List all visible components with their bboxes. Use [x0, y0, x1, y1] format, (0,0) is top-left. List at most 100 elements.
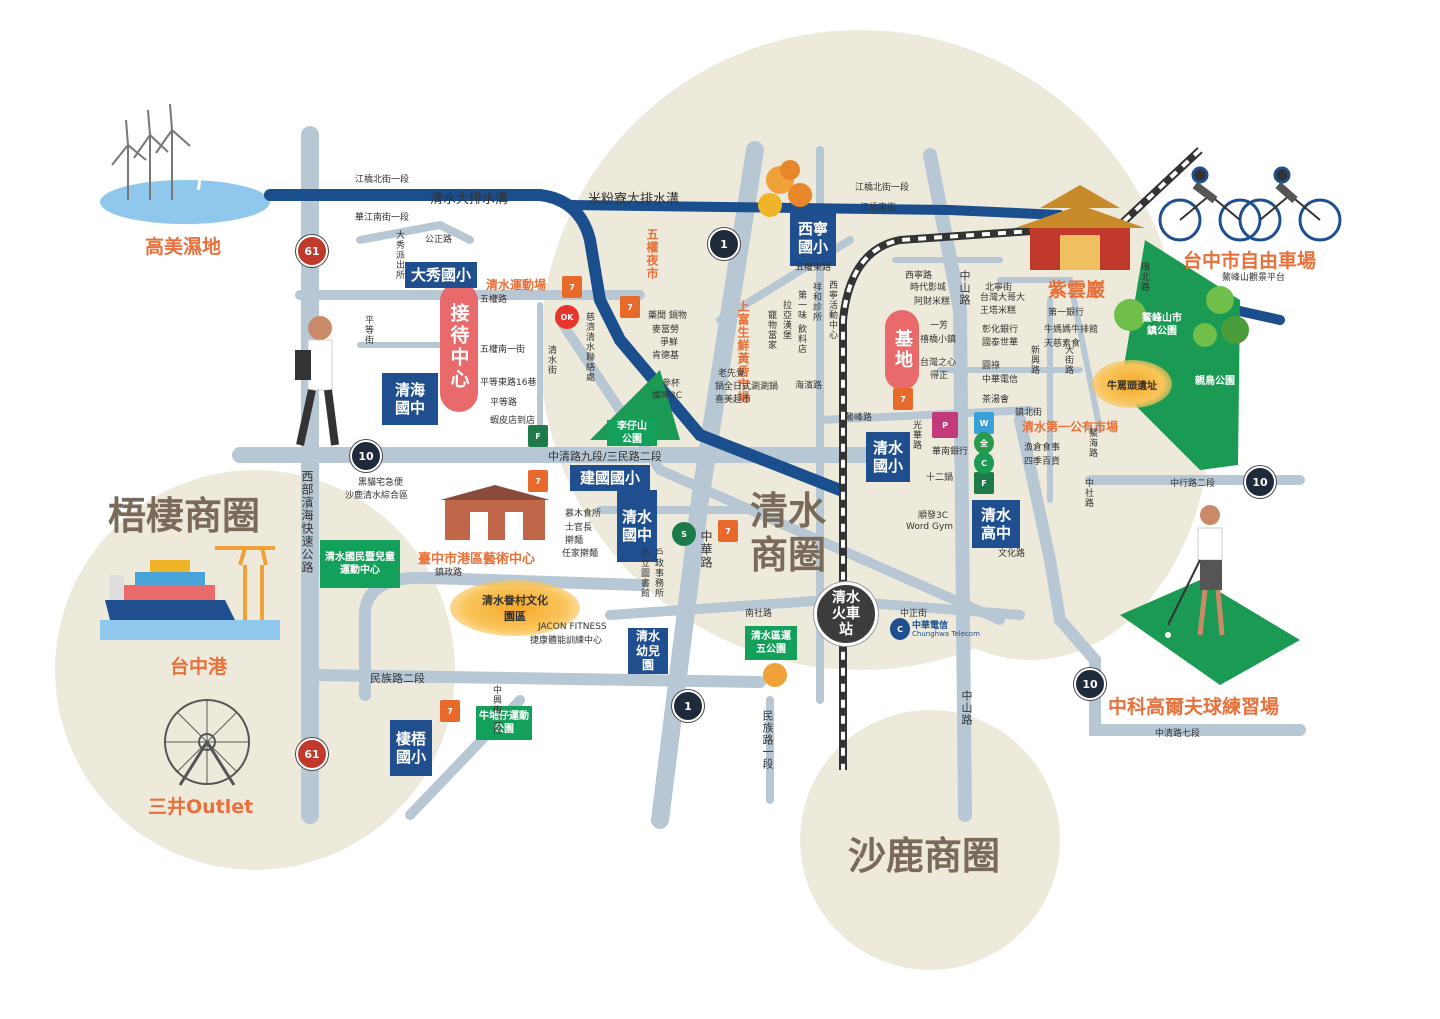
route-10-shield-west: 10 — [350, 440, 382, 472]
landmark-bike-park: 台中市自由車場 — [1183, 250, 1317, 272]
poi-cht-logo: 中華電信 — [912, 621, 949, 631]
station-label: 清水火車站 — [832, 589, 860, 639]
road-pingdeng-16: 平等東路16巷 — [480, 378, 537, 388]
pedestrian-icon — [295, 316, 339, 446]
road-minzu-1: 民族路一段 — [761, 710, 774, 770]
poi-mcdonalds: 麥當勞 — [652, 325, 680, 335]
carrefour-icon: C — [974, 452, 994, 474]
route-10-east-label: 10 — [1252, 475, 1268, 489]
road-pingdeng: 平等路 — [490, 398, 518, 408]
route-61-shield: 61 — [296, 235, 328, 267]
school-jianguo-label: 建國國小 — [579, 469, 640, 487]
park-niupuzi-label: 牛埔仔運動公園 — [479, 711, 529, 735]
road-guangshun: 光華路 — [911, 420, 921, 450]
poi-xiangyi: 祥和診所 — [811, 282, 821, 322]
route-61-south-label: 61 — [304, 747, 320, 761]
poi-huanan: 華南銀行 — [932, 447, 969, 457]
shalu-district-area — [800, 710, 1060, 970]
road-zhongshan-north: 中山路 — [958, 270, 971, 306]
school-wuqi: 棲梧國小 — [390, 720, 432, 776]
road-gongzheng: 公正路 — [425, 235, 453, 245]
road-zhonghua: 中華路 — [699, 530, 713, 569]
poi-diyiwei: 第一味 飲料店 — [796, 290, 806, 354]
landmark-public-market: 清水第一公有市場 — [1022, 420, 1119, 434]
road-jiangqiao-s1: 華江南街一段 — [355, 213, 410, 223]
school-qingshui-jh-label: 清水國中 — [621, 508, 652, 544]
school-kindergarten: 清水幼兒園 — [628, 628, 668, 674]
pxmart-icon: 全 — [974, 432, 994, 454]
landmark-ziyun-temple: 紫雲巖 — [1048, 279, 1106, 301]
road-aohai: 鰲海路 — [1087, 428, 1097, 458]
road-haibin: 海濱路 — [795, 381, 823, 391]
route-10-shield-south: 10 — [1074, 668, 1106, 700]
cyclists-icon — [1158, 166, 1342, 242]
poi-niuma: 牛媽媽牛排館 — [1044, 325, 1099, 335]
poi-laoxian: 老先覺 — [718, 369, 746, 379]
district-wuqi: 梧棲商圈 — [108, 494, 261, 538]
temple-icon — [1015, 185, 1145, 270]
poi-ciji: 慈濟清水聯絡處 — [584, 312, 594, 382]
road-wuquan: 五權路 — [480, 295, 508, 305]
road-zhongxing-2: 中興街二段 — [491, 685, 501, 735]
road-zhenzheng: 鎮政路 — [435, 568, 463, 578]
route-1-shield-south: 1 — [672, 690, 704, 722]
park-yunwu-label: 清水區運五公園 — [751, 631, 791, 655]
road-minzu-2: 民族路二段 — [370, 672, 425, 685]
poi-yaojian: 藥間 鍋物 — [648, 311, 687, 321]
spot-military-village: 清水眷村文化園區 — [450, 580, 580, 636]
wind-turbine-icon — [111, 103, 211, 200]
railway — [839, 147, 1203, 770]
landmark-market-shangfu: 上富生鮮黃昏市場 — [736, 300, 750, 404]
poi-jacon-center: 捷康體能訓練中心 — [530, 636, 603, 646]
road-huanbei: 環北路 — [1139, 262, 1149, 292]
landmark-art-center: 臺中市港區藝術中心 — [418, 552, 536, 567]
qingshui-train-station[interactable]: 清水火車站 — [814, 582, 878, 646]
poi-qiqiao: 禧橋小鎮 — [920, 335, 957, 345]
road-dajie: 大街路 — [1063, 345, 1073, 375]
road-zhongqing: 中清路九段/三民路二段 — [548, 450, 662, 463]
school-qingshui-es: 清水國小 — [866, 432, 910, 482]
ok-mart-icon: OK — [555, 305, 579, 329]
park-bird-label: 親鳥公園 — [1195, 375, 1235, 387]
school-daxiu-label: 大秀國小 — [410, 266, 471, 284]
road-wenhua: 文化路 — [998, 549, 1026, 559]
poi-siji: 四季百貨 — [1024, 457, 1061, 467]
poi-guoquan: 鍋全日式涮涮鍋 — [715, 382, 779, 392]
school-qingshui-hs: 清水高中 — [972, 500, 1020, 548]
road-pingdeng-v: 平等街 — [363, 315, 373, 345]
road-qingshui-jie: 清水街 — [546, 345, 556, 375]
poi-xining-center: 西寧活動中心 — [827, 280, 837, 340]
poi-wangta: 王塔米糕 — [980, 306, 1017, 316]
school-qinghai: 清海國中 — [382, 373, 438, 425]
base-pill[interactable]: 基地 — [885, 310, 919, 390]
road-wuquan-east: 五權東路 — [795, 263, 832, 273]
road-zhenbei: 鎮北街 — [1015, 408, 1043, 418]
road-aofeng: 鰲峰路 — [845, 413, 873, 423]
road-zhongzheng: 中正街 — [900, 609, 928, 619]
road-qingshui-drain: 清水大排水溝 — [430, 192, 509, 207]
landmark-sports-field: 清水運動場 — [486, 278, 547, 292]
school-xining-label: 西寧國小 — [797, 220, 828, 256]
poi-chongwu: 寵物當家 — [766, 310, 776, 350]
poi-ximei: 喜美超市 — [715, 395, 752, 405]
park-liziashan-label: 李仔山公園 — [617, 421, 647, 445]
spot-niumatou-label: 牛罵頭遺址 — [1107, 380, 1157, 392]
poi-shidai: 時代影城 — [910, 283, 947, 293]
school-daxiu: 大秀國小 — [405, 262, 477, 288]
route-1-north-label: 1 — [720, 237, 728, 251]
seven-eleven-icon: 7 — [528, 470, 548, 492]
road-nanshe: 南社路 — [745, 609, 773, 619]
reception-center-pill[interactable]: 接待中心 — [440, 282, 478, 412]
school-qingshui-es-label: 清水國小 — [872, 439, 903, 475]
poi-jacon: JACON FITNESS — [538, 622, 607, 632]
route-10-south-label: 10 — [1082, 677, 1098, 691]
district-qingshui: 清水商圈 — [750, 489, 827, 577]
landmark-bike-park-sub: 鰲峰山觀景平台 — [1222, 273, 1286, 283]
school-jianguo: 建國國小 — [570, 465, 650, 491]
seven-eleven-icon: 7 — [562, 276, 582, 298]
road-meixi: 北寧街 — [985, 283, 1013, 293]
route-1-south-label: 1 — [684, 699, 692, 713]
poi-taiwan-zhi: 台灣之心 — [920, 358, 957, 368]
poi-kfc: 肯德基 — [652, 351, 680, 361]
poi-zhanghua: 彰化銀行 — [982, 325, 1019, 335]
